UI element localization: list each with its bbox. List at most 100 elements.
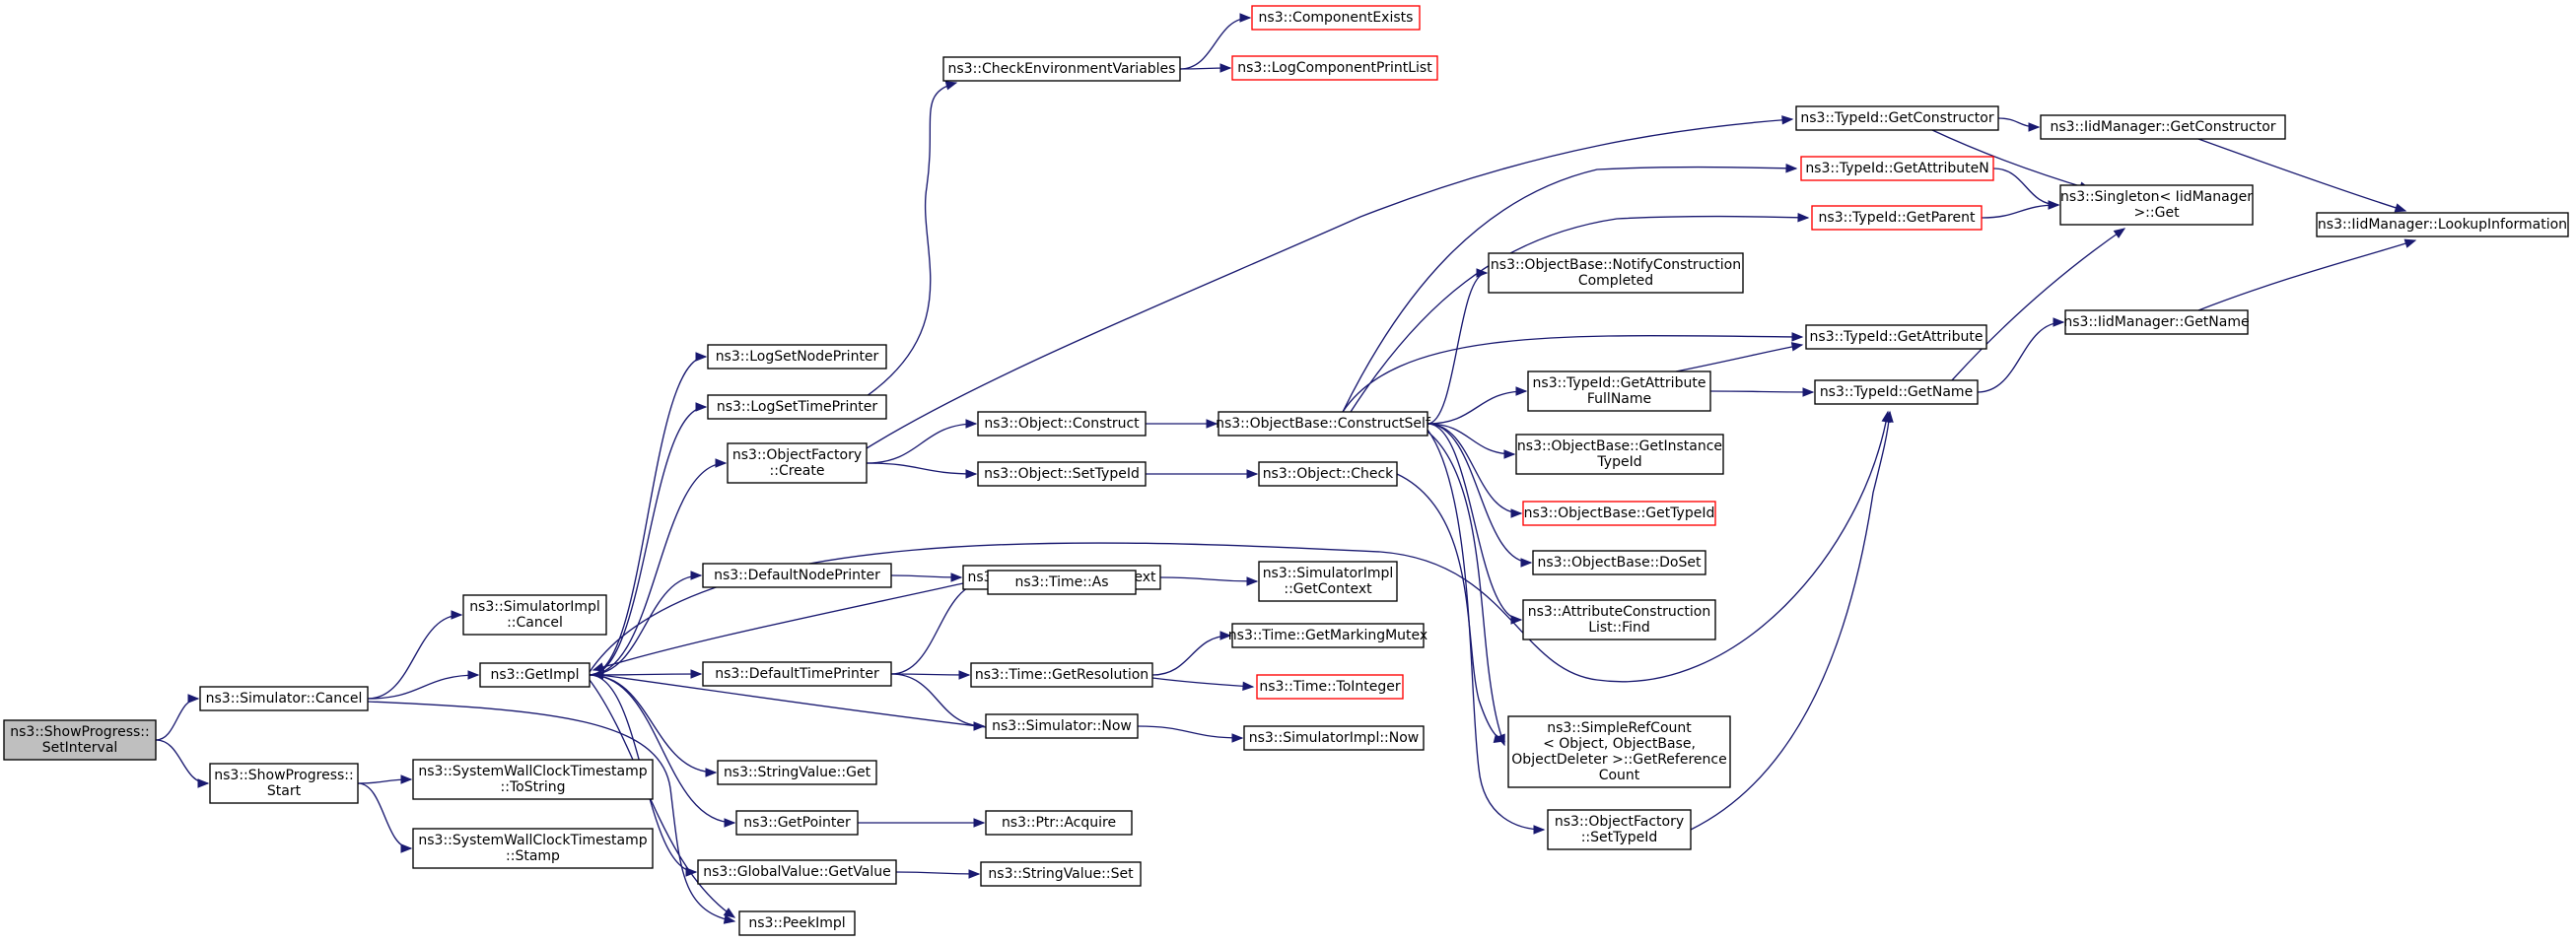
node-defaultnodeprinter[interactable]: ns3::DefaultNodePrinter xyxy=(702,563,892,588)
node-objectbase_doset[interactable]: ns3::ObjectBase::DoSet xyxy=(1532,550,1706,575)
arrowhead-icon xyxy=(1219,631,1232,640)
arrowhead-icon xyxy=(1515,386,1528,396)
node-time_tointeger[interactable]: ns3::Time::ToInteger xyxy=(1256,674,1404,700)
node-label: ns3::Object::Check xyxy=(1263,466,1394,482)
node-typeid_getconstructor[interactable]: ns3::TypeId::GetConstructor xyxy=(1795,105,1999,131)
arrowhead-icon xyxy=(723,908,736,918)
edge-line xyxy=(1427,431,1505,746)
arrowhead-icon xyxy=(1802,387,1815,397)
arrowhead-icon xyxy=(1206,419,1218,429)
node-objectfactory_settypeid[interactable]: ns3::ObjectFactory::SetTypeId xyxy=(1547,809,1692,850)
edge-simulator_cancel-to-getimpl xyxy=(367,670,480,700)
node-box xyxy=(1532,550,1706,575)
node-globalvalue_getvalue[interactable]: ns3::GlobalValue::GetValue xyxy=(697,859,897,885)
edge-line xyxy=(1981,204,2059,219)
node-swct_stamp[interactable]: ns3::SystemWallClockTimestamp::Stamp xyxy=(412,828,654,869)
node-box xyxy=(1811,205,1983,231)
node-label: SetInterval xyxy=(42,740,118,756)
node-box xyxy=(1231,623,1425,648)
node-componentexists[interactable]: ns3::ComponentExists xyxy=(1251,5,1421,31)
edge-line xyxy=(1427,390,1527,425)
arrowhead-icon xyxy=(592,670,605,681)
node-label: ns3::SimulatorImpl::Now xyxy=(1249,730,1420,746)
node-box xyxy=(1527,370,1711,412)
node-box xyxy=(942,56,1181,82)
node-time_getmarkingmutex[interactable]: ns3::Time::GetMarkingMutex xyxy=(1228,623,1427,648)
node-swct_tostring[interactable]: ns3::SystemWallClockTimestamp::ToString xyxy=(412,759,654,800)
node-time_getresolution[interactable]: ns3::Time::GetResolution xyxy=(970,662,1153,688)
edge-simulator_cancel-to-simulatorimpl_cancel xyxy=(367,610,463,700)
node-logsetnodeprinter[interactable]: ns3::LogSetNodePrinter xyxy=(707,344,887,370)
node-singleton_get[interactable]: ns3::Singleton< IidManager >::Get xyxy=(2059,184,2254,226)
edge-time_getresolution-to-time_tointeger xyxy=(1151,677,1255,692)
node-typeid_getattributen[interactable]: ns3::TypeId::GetAttributeN xyxy=(1800,156,1994,181)
edge-line xyxy=(1342,166,1797,413)
node-logcomponentprintlist[interactable]: ns3::LogComponentPrintList xyxy=(1231,55,1438,81)
node-iidmanager_lookupinformation[interactable]: ns3::IidManager::LookupInformation xyxy=(2316,212,2569,237)
node-label: ns3::Time::GetMarkingMutex xyxy=(1228,628,1427,643)
node-ptr_acquire[interactable]: ns3::Ptr::Acquire xyxy=(985,810,1133,836)
node-iidmanager_getname[interactable]: ns3::IidManager::GetName xyxy=(2063,309,2250,335)
node-objectbase_notifyconstructioncompleted[interactable]: ns3::ObjectBase::NotifyConstructionCompl… xyxy=(1488,252,1744,294)
node-box xyxy=(1488,252,1744,294)
node-simulatorimpl_getcontext[interactable]: ns3::SimulatorImpl::GetContext xyxy=(1258,561,1398,602)
node-simulatorimpl_now[interactable]: ns3::SimulatorImpl::Now xyxy=(1243,725,1425,751)
node-label: ns3::Singleton< IidManager xyxy=(2060,189,2253,205)
edge-globalvalue_getvalue-to-stringvalue_set xyxy=(895,869,981,879)
edge-showprogress_setinterval-to-showprogress_start xyxy=(155,739,210,788)
node-getimpl[interactable]: ns3::GetImpl xyxy=(479,662,591,688)
node-label: Start xyxy=(267,783,302,799)
node-object_check[interactable]: ns3::Object::Check xyxy=(1258,461,1398,487)
node-label: ns3::ComponentExists xyxy=(1259,10,1414,26)
node-typeid_getparent[interactable]: ns3::TypeId::GetParent xyxy=(1811,205,1983,231)
edge-line xyxy=(1427,423,1522,514)
arrowhead-icon xyxy=(592,662,605,672)
edge-line xyxy=(1675,344,1803,372)
edge-simulator_now-to-getimpl xyxy=(592,670,987,728)
edge-showprogress_start-to-swct_stamp xyxy=(357,782,413,853)
node-showprogress_start[interactable]: ns3::ShowProgress::Start xyxy=(209,763,359,804)
arrowhead-icon xyxy=(1246,576,1259,586)
node-getpointer[interactable]: ns3::GetPointer xyxy=(735,810,859,836)
node-showprogress_setinterval[interactable]: ns3::ShowProgress::SetInterval xyxy=(3,719,157,761)
node-stringvalue_get[interactable]: ns3::StringValue::Get xyxy=(717,760,877,785)
node-defaulttimeprinter[interactable]: ns3::DefaultTimePrinter xyxy=(702,661,892,687)
edge-line xyxy=(367,614,462,700)
node-simulatorimpl_cancel[interactable]: ns3::SimulatorImpl::Cancel xyxy=(462,594,607,636)
edge-objectfactory_create-to-object_settypeid xyxy=(866,462,978,479)
node-time_as[interactable]: ns3::Time::As xyxy=(987,570,1137,595)
node-object_construct[interactable]: ns3::Object::Construct xyxy=(977,411,1147,437)
node-objectfactory_create[interactable]: ns3::ObjectFactory::Create xyxy=(727,442,868,484)
arrowhead-icon xyxy=(973,818,986,828)
node-objectbase_gettypeid[interactable]: ns3::ObjectBase::GetTypeId xyxy=(1522,501,1716,526)
edge-showprogress_setinterval-to-simulator_cancel xyxy=(155,694,200,741)
edge-objectbase_constructself-to-objectbase_doset xyxy=(1427,423,1533,568)
node-checkenvvars[interactable]: ns3::CheckEnvironmentVariables xyxy=(942,56,1181,82)
node-objectbase_constructself[interactable]: ns3::ObjectBase::ConstructSelf xyxy=(1216,411,1431,437)
node-peekimpl[interactable]: ns3::PeekImpl xyxy=(738,910,856,936)
node-object_settypeid[interactable]: ns3::Object::SetTypeId xyxy=(977,461,1147,487)
arrowhead-icon xyxy=(715,458,728,468)
arrowhead-icon xyxy=(1791,332,1804,342)
node-box xyxy=(707,394,887,420)
node-box xyxy=(199,686,369,711)
node-simulator_now[interactable]: ns3::Simulator::Now xyxy=(985,713,1139,739)
node-simulator_cancel[interactable]: ns3::Simulator::Cancel xyxy=(199,686,369,711)
edge-defaulttimeprinter-to-time_getresolution xyxy=(890,670,971,680)
node-box xyxy=(1547,809,1692,850)
node-box xyxy=(702,563,892,588)
edge-line xyxy=(592,582,964,671)
node-label: ns3::IidManager::GetConstructor xyxy=(2050,119,2275,135)
node-typeid_getattribute[interactable]: ns3::TypeId::GetAttribute xyxy=(1805,324,1987,350)
edge-simulator_cancel-to-peekimpl xyxy=(367,701,736,924)
node-iidmanager_getconstructor[interactable]: ns3::IidManager::GetConstructor xyxy=(2040,114,2286,140)
node-stringvalue_set[interactable]: ns3::StringValue::Set xyxy=(980,861,1142,887)
arrowhead-icon xyxy=(400,843,413,853)
node-label: ns3::IidManager::LookupInformation xyxy=(2318,217,2567,233)
node-simplerefcount_getreferencecount[interactable]: ns3::SimpleRefCount< Object, ObjectBase,… xyxy=(1507,715,1731,788)
node-typeid_getname[interactable]: ns3::TypeId::GetName xyxy=(1814,379,1979,405)
node-logsettimeprinter[interactable]: ns3::LogSetTimePrinter xyxy=(707,394,887,420)
